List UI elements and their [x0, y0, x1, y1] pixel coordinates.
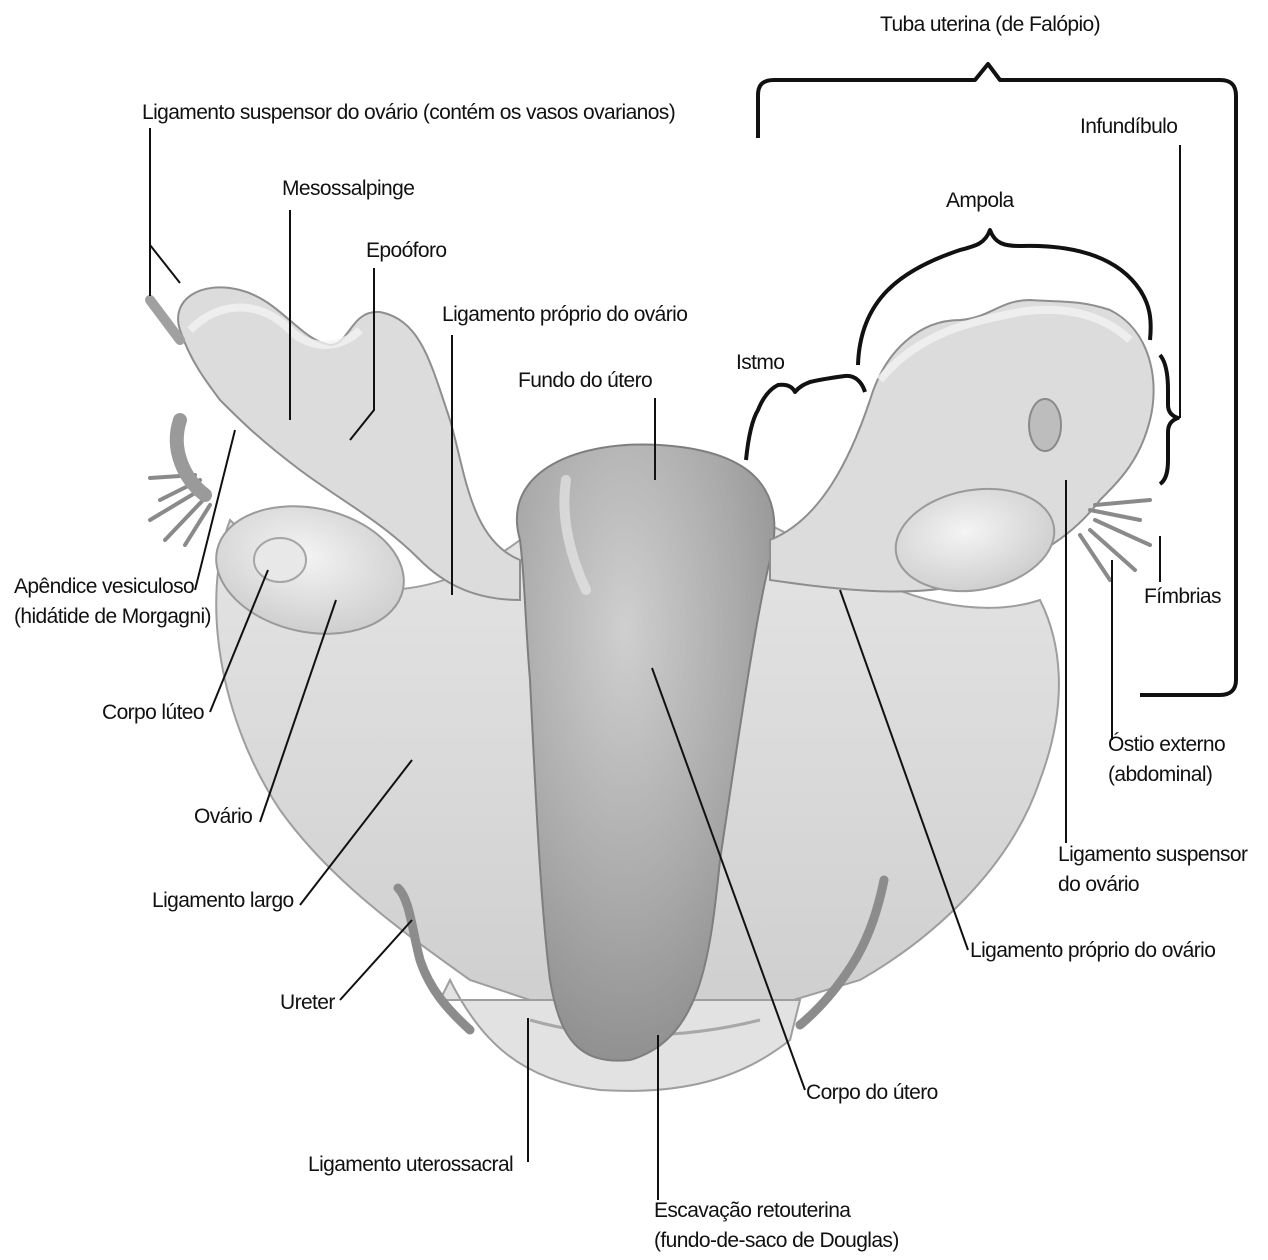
label-mesossalpinge: Mesossalpinge	[282, 174, 414, 204]
label-escavacao-retouterina: Escavação retouterina (fundo-de-saco de …	[654, 1196, 899, 1256]
label-ovario: Ovário	[194, 802, 252, 832]
label-infundibulo: Infundíbulo	[1080, 112, 1177, 142]
label-lig-susp-right-line1: Ligamento suspensor	[1058, 840, 1247, 870]
label-tuba-uterina: Tuba uterina (de Falópio)	[880, 10, 1100, 40]
label-ostio-externo: Óstio externo (abdominal)	[1108, 730, 1225, 790]
label-corpo-luteo: Corpo lúteo	[102, 698, 204, 728]
right-fimbriae	[1080, 500, 1150, 580]
label-ligamento-largo: Ligamento largo	[152, 886, 294, 916]
label-ligamento-uterossacral: Ligamento uterossacral	[308, 1150, 513, 1180]
istmo-bracket	[746, 376, 865, 460]
label-apendice-line2: (hidátide de Morgagni)	[14, 602, 211, 632]
label-ligamento-suspensor-top: Ligamento suspensor do ovário (contém os…	[142, 98, 675, 128]
label-ureter: Ureter	[280, 988, 335, 1018]
label-ampola: Ampola	[946, 186, 1014, 216]
label-ostio-line2: (abdominal)	[1108, 760, 1225, 790]
label-corpo-do-utero: Corpo do útero	[806, 1078, 938, 1108]
label-escavacao-line2: (fundo-de-saco de Douglas)	[654, 1226, 899, 1256]
label-ligamento-proprio-top: Ligamento próprio do ovário	[442, 300, 687, 330]
label-escavacao-line1: Escavação retouterina	[654, 1196, 899, 1226]
label-lig-susp-right-line2: do ovário	[1058, 870, 1247, 900]
label-ostio-line1: Óstio externo	[1108, 730, 1225, 760]
label-istmo: Istmo	[736, 348, 784, 378]
label-fundo-do-utero: Fundo do útero	[518, 366, 652, 396]
label-ligamento-suspensor-right: Ligamento suspensor do ovário	[1058, 840, 1247, 900]
label-apendice-line1: Apêndice vesiculoso	[14, 572, 211, 602]
label-apendice-vesiculoso: Apêndice vesiculoso (hidátide de Morgagn…	[14, 572, 211, 632]
label-fimbrias: Fímbrias	[1144, 582, 1221, 612]
label-ligamento-proprio-right: Ligamento próprio do ovário	[970, 936, 1215, 966]
infundibulo-bracket	[1160, 355, 1178, 484]
label-epooforo: Epoóforo	[366, 236, 446, 266]
